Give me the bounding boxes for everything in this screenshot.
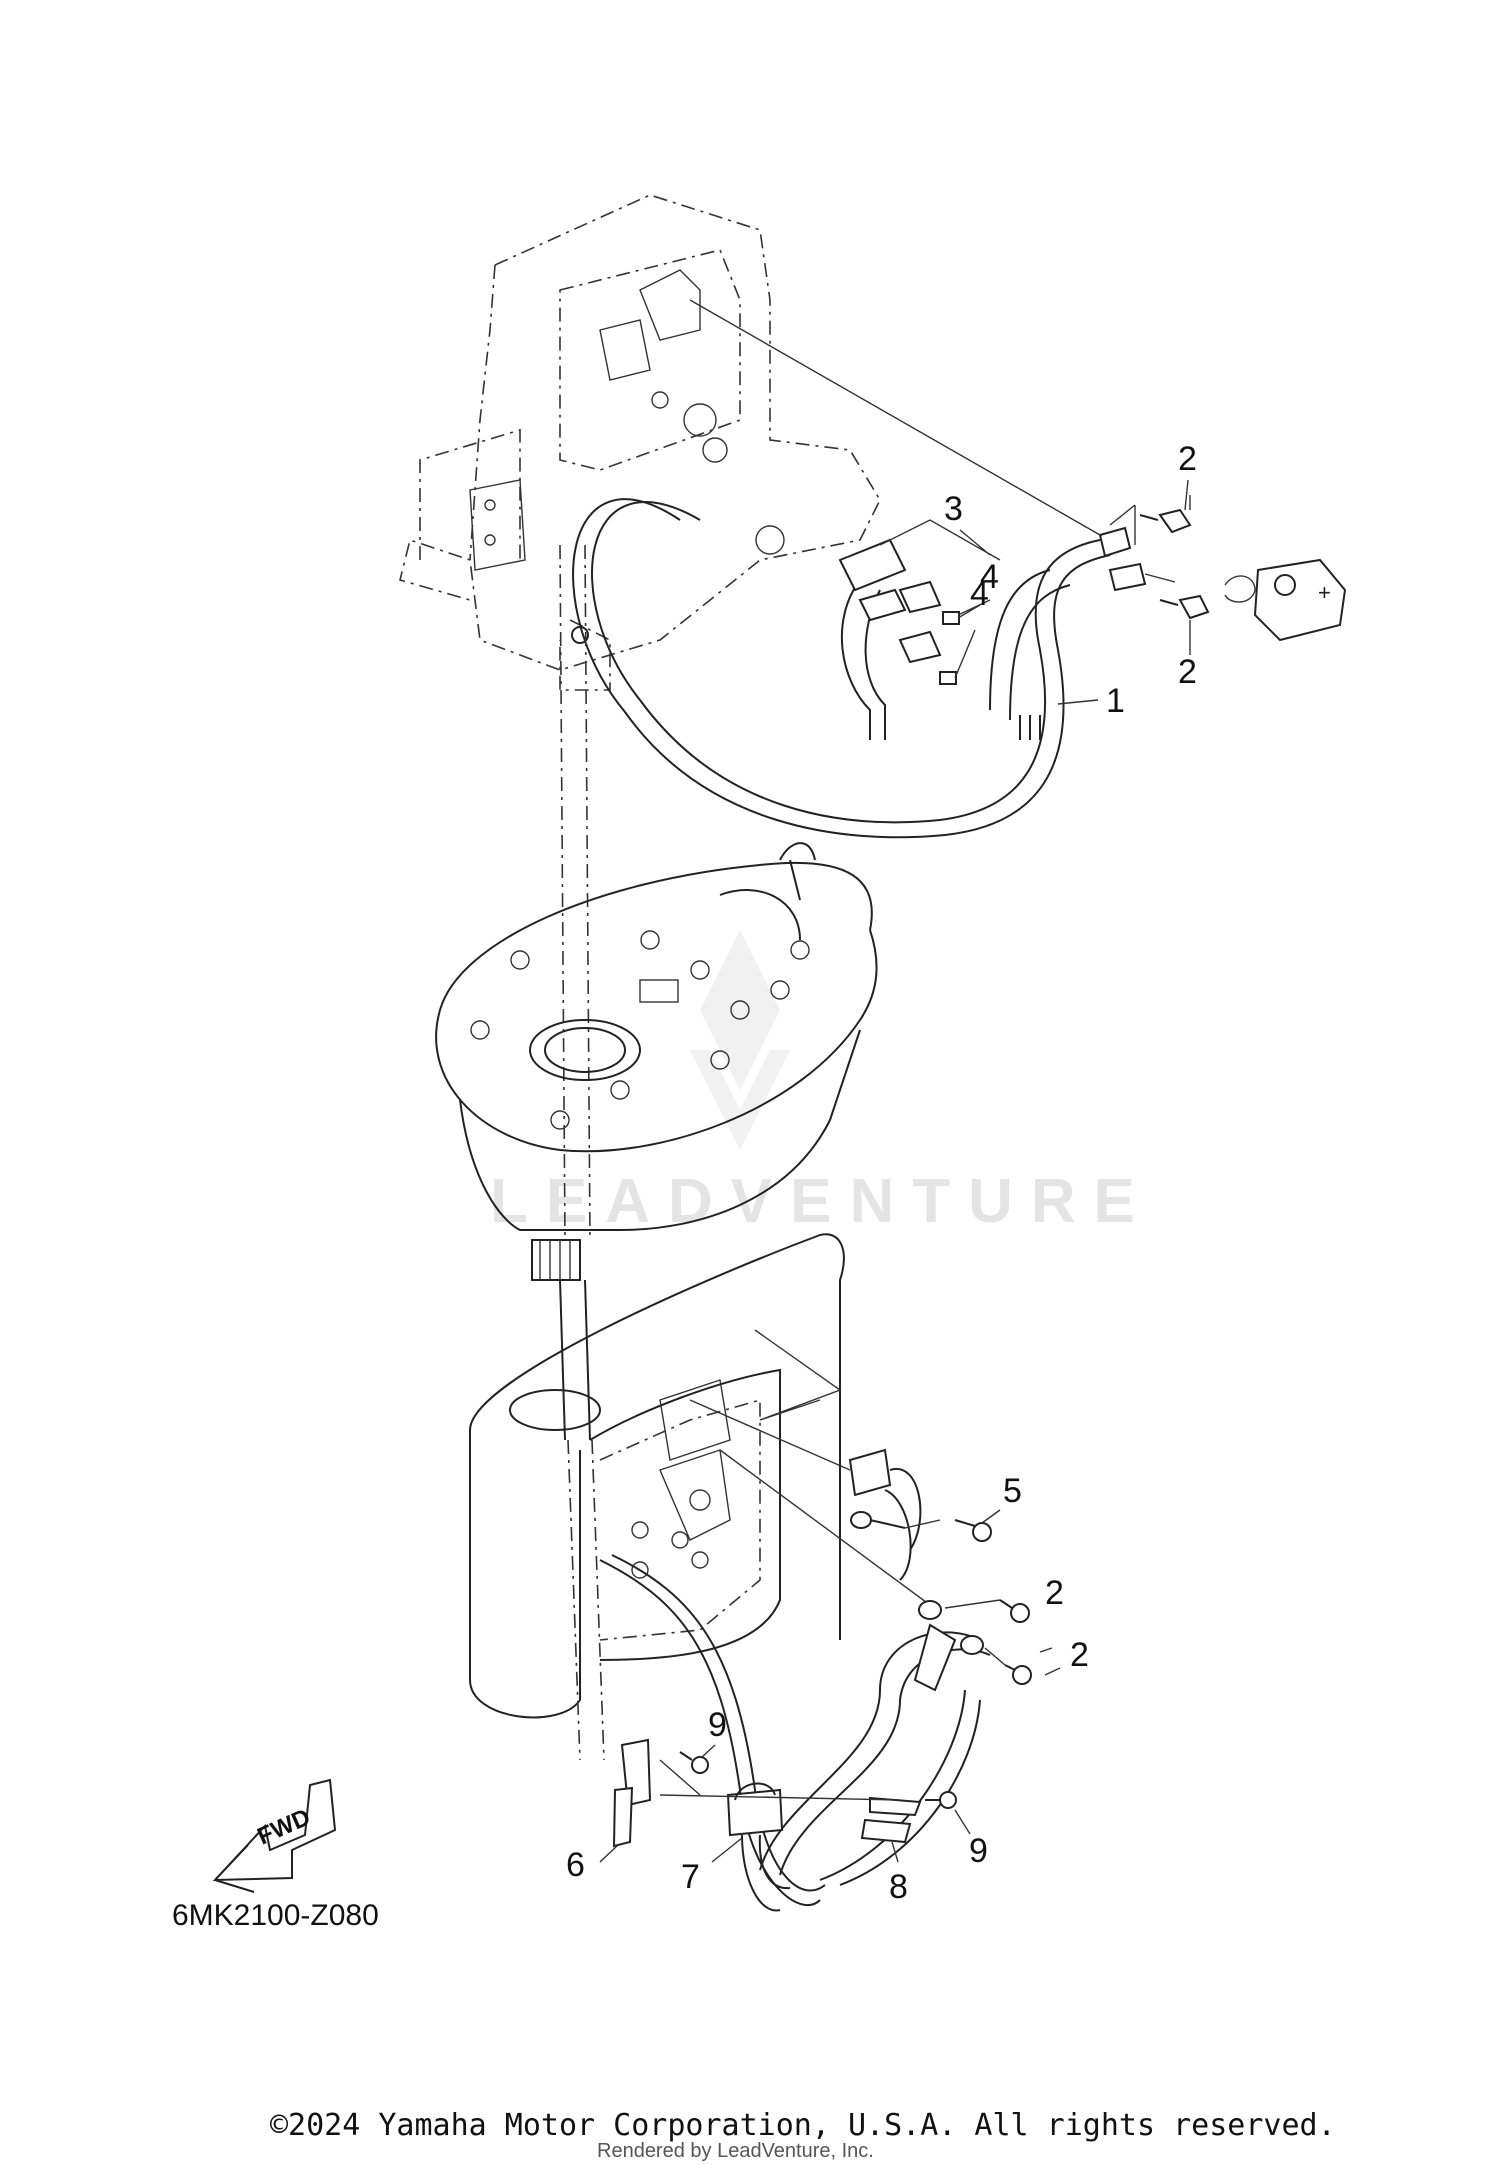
bolt-2-mid [1159,594,1210,650]
wire-harness-lower [599,1399,991,1906]
engine-upper-block [399,194,881,691]
callout-3: 3 [944,490,963,528]
swivel-bracket [435,544,878,1241]
callout-2c: 2 [1045,1574,1064,1612]
wire-harness-1 [572,498,1176,839]
bolt-5 [904,1519,992,1542]
callout-2b: 2 [1178,653,1197,691]
clamp-7 [726,1782,791,1912]
rendered-by-notice: Rendered by LeadVenture, Inc. [597,2140,874,2162]
callout-7: 7 [681,1858,700,1896]
callout-5: 5 [1003,1472,1022,1510]
watermark-text: LEADVENTURE [490,1167,1153,1236]
callout-4a: 4 [980,558,999,596]
connector-assembly-3 [838,519,1001,740]
callout-9b: 9 [969,1832,988,1870]
watermark-logo [690,930,790,1150]
clip-8 [860,1796,922,1844]
plate-6 [612,1738,652,1848]
callout-9a: 9 [708,1706,727,1744]
bolt-9-right [925,1791,957,1809]
reference-line-upper [689,299,1101,536]
callout-2d: 2 [1070,1636,1089,1674]
svg-text:+: + [1318,580,1331,605]
bolt-9-left [659,1751,901,1801]
callout-4b: 4 [970,575,989,613]
callout-8: 8 [889,1868,908,1906]
copyright-notice: ©2024 Yamaha Motor Corporation, U.S.A. A… [270,2108,1336,2143]
bolt-2-lower-b [984,1647,1032,1685]
diagram-code: 6MK2100-Z080 [172,1899,379,1932]
callout-6: 6 [566,1846,585,1884]
switch-unit: + [1224,558,1347,642]
fwd-arrow-icon: FWD [212,1778,337,1893]
bolt-2-lower-a [944,1599,1030,1623]
callout-1: 1 [1106,682,1125,720]
leader-lines [599,495,1191,1863]
bolt-2-upper [1109,479,1192,545]
lower-bracket [469,1233,845,1761]
steering-shaft [531,1239,591,1441]
callout-2a: 2 [1178,440,1197,478]
